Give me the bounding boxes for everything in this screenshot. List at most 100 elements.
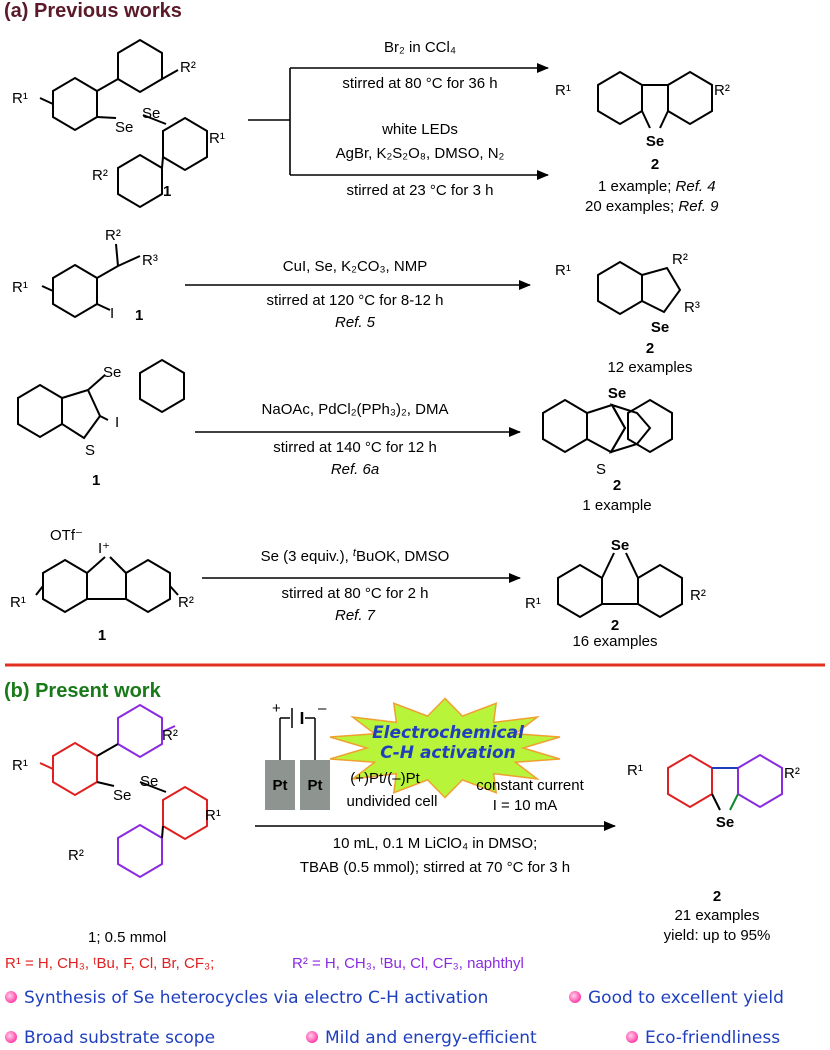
se-label: Se [646,133,664,150]
scheme1-reactant-structure [39,38,208,209]
se-label: Se [103,364,121,381]
present-reactant-structure [39,703,208,879]
i-label: I [110,305,114,322]
present-product-structure [667,753,783,811]
bullet-icon [5,991,17,1003]
reactant-amount: 1; 0.5 mmol [88,929,166,946]
highlight-item: Broad substrate scope [24,1028,215,1048]
cell-text: (+)Pt/(–)Pt [350,770,420,787]
compound-number: 2 [611,617,619,634]
cell-text: undivided cell [347,793,438,810]
compound-number: 2 [613,477,621,494]
yield-text: yield: up to 95% [664,927,771,944]
section-a-title: (a) Previous works [4,0,182,22]
r1-definition: R¹ = H, CH₃, ᵗBu, F, Cl, Br, CF₃; [5,955,214,972]
compound-number: 1 [92,472,100,489]
r1-label: R¹ [12,90,28,107]
condition-text: stirred at 80 °C for 2 h [282,585,429,602]
scheme1-arrows [248,63,549,180]
condition-text: Se (3 equiv.), tBuOK, DMSO [261,547,450,565]
bullet-icon [5,1031,17,1043]
result-text: 21 examples [674,907,759,924]
compound-number: 2 [651,156,659,173]
compound-number: 1 [163,183,171,200]
r1-label: R¹ [205,807,221,824]
condition-text: AgBr, K₂S₂O₈, DMSO, N₂ [336,145,505,162]
condition-text: white LEDs [381,121,458,138]
r2-label: R² [178,594,194,611]
highlights: Synthesis of Se heterocycles via electro… [5,988,784,1048]
pt-electrode-label: Pt [273,777,288,794]
highlight-item: Synthesis of Se heterocycles via electro… [24,988,488,1008]
r1-label: R¹ [12,757,28,774]
condition-text: 10 mL, 0.1 M LiClO₄ in DMSO; [333,835,538,852]
condition-text: TBAB (0.5 mmol); stirred at 70 °C for 3 … [300,859,570,876]
condition-text: stirred at 80 °C for 36 h [342,75,497,92]
iodonium-label: I⁺ [98,540,110,557]
se-label: Se [115,119,133,136]
r2-label: R² [105,227,121,244]
r2-label: R² [162,727,178,744]
result-text: 20 examples; Ref. 9 [585,198,719,215]
result-text: 1 example; Ref. 4 [598,178,716,195]
se-label: Se [611,537,629,554]
electrochemical-burst: Electrochemical C-H activation [329,697,561,799]
se-label: Se [140,773,158,790]
reference-text: Ref. 5 [335,314,376,331]
r3-label: R³ [142,252,158,269]
scheme1-product-structure [597,70,713,129]
plus-sign: + [272,700,281,717]
i-label: I [115,414,119,431]
r2-label: R² [690,587,706,604]
burst-line1: Electrochemical [372,723,525,743]
condition-text: NaOAc, PdCl₂(PPh₃)₂, DMA [262,401,449,418]
se-label: Se [716,814,734,831]
scheme3-reactant-structure [17,358,185,440]
se-label: Se [113,787,131,804]
r2-label: R² [784,765,800,782]
r1-label: R¹ [12,279,28,296]
scheme2-reactant-structure [41,243,141,319]
scheme3-product-structure [542,398,673,454]
reference-text: Ref. 6a [331,461,379,478]
compound-number: 2 [646,340,654,357]
highlight-item: Eco-friendliness [645,1028,780,1048]
electrode-setup [265,708,330,810]
compound-number: 1 [135,307,143,324]
r1-label: R¹ [10,594,26,611]
scheme4-product-structure [557,552,683,619]
highlight-item: Good to excellent yield [588,988,784,1008]
r1-label: R¹ [555,262,571,279]
burst-line2: C-H activation [380,743,515,763]
r1-label: R¹ [627,762,643,779]
condition-text: stirred at 23 °C for 3 h [347,182,494,199]
condition-text: stirred at 140 °C for 12 h [273,439,437,456]
r2-label: R² [672,251,688,268]
result-text: 16 examples [572,633,657,650]
r3-label: R³ [684,299,700,316]
minus-sign: – [318,700,327,717]
r1-label: R¹ [525,595,541,612]
highlight-item: Mild and energy-efficient [325,1028,537,1048]
result-text: 1 example [582,497,651,514]
otf-label: OTf⁻ [50,527,83,544]
compound-number: 2 [713,888,721,905]
bullet-icon [306,1031,318,1043]
reference-text: Ref. 7 [335,607,376,624]
bullet-icon [626,1031,638,1043]
bullet-icon [569,991,581,1003]
r2-label: R² [714,82,730,99]
current-text: constant current [476,777,584,794]
pt-electrode-label: Pt [308,777,323,794]
se-label: Se [142,105,160,122]
condition-text: CuI, Se, K₂CO₃, NMP [283,258,427,275]
section-b-title: (b) Present work [4,680,162,702]
scheme2-product-structure [597,260,682,316]
s-label: S [85,442,95,459]
r2-label: R² [180,59,196,76]
s-label: S [596,461,606,478]
r2-label: R² [68,847,84,864]
condition-text: stirred at 120 °C for 8-12 h [267,292,444,309]
se-label: Se [651,319,669,336]
r1-label: R¹ [555,82,571,99]
